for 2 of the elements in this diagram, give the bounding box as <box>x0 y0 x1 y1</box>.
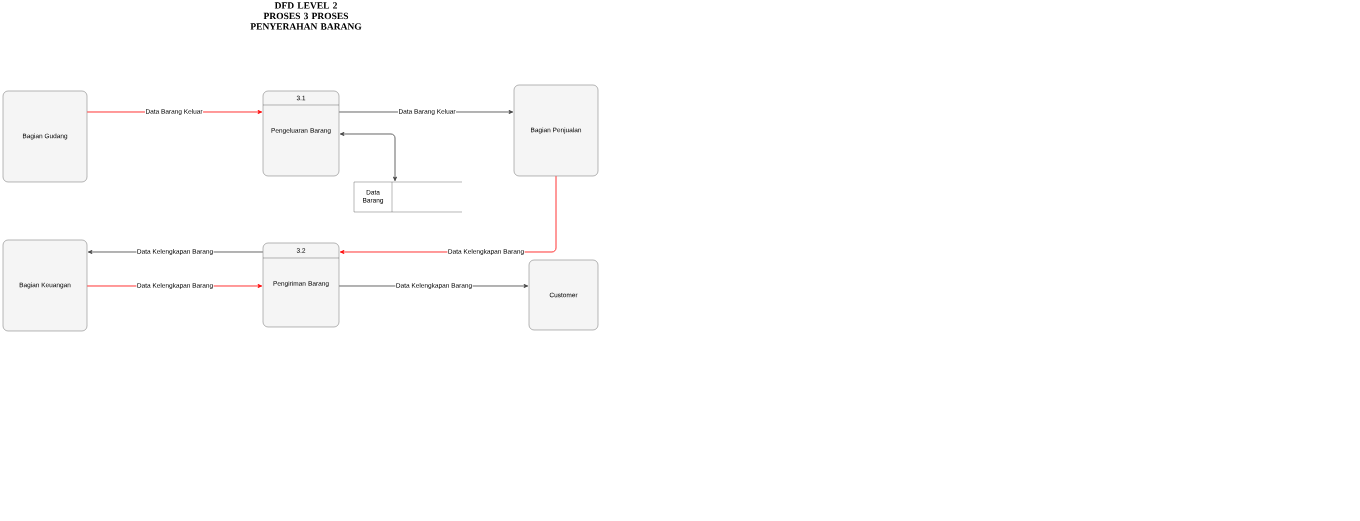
title: DFD LEVEL 2 PROSES 3 PROSES PENYERAHAN BARANG <box>250 2 362 30</box>
arrow <box>339 132 397 182</box>
